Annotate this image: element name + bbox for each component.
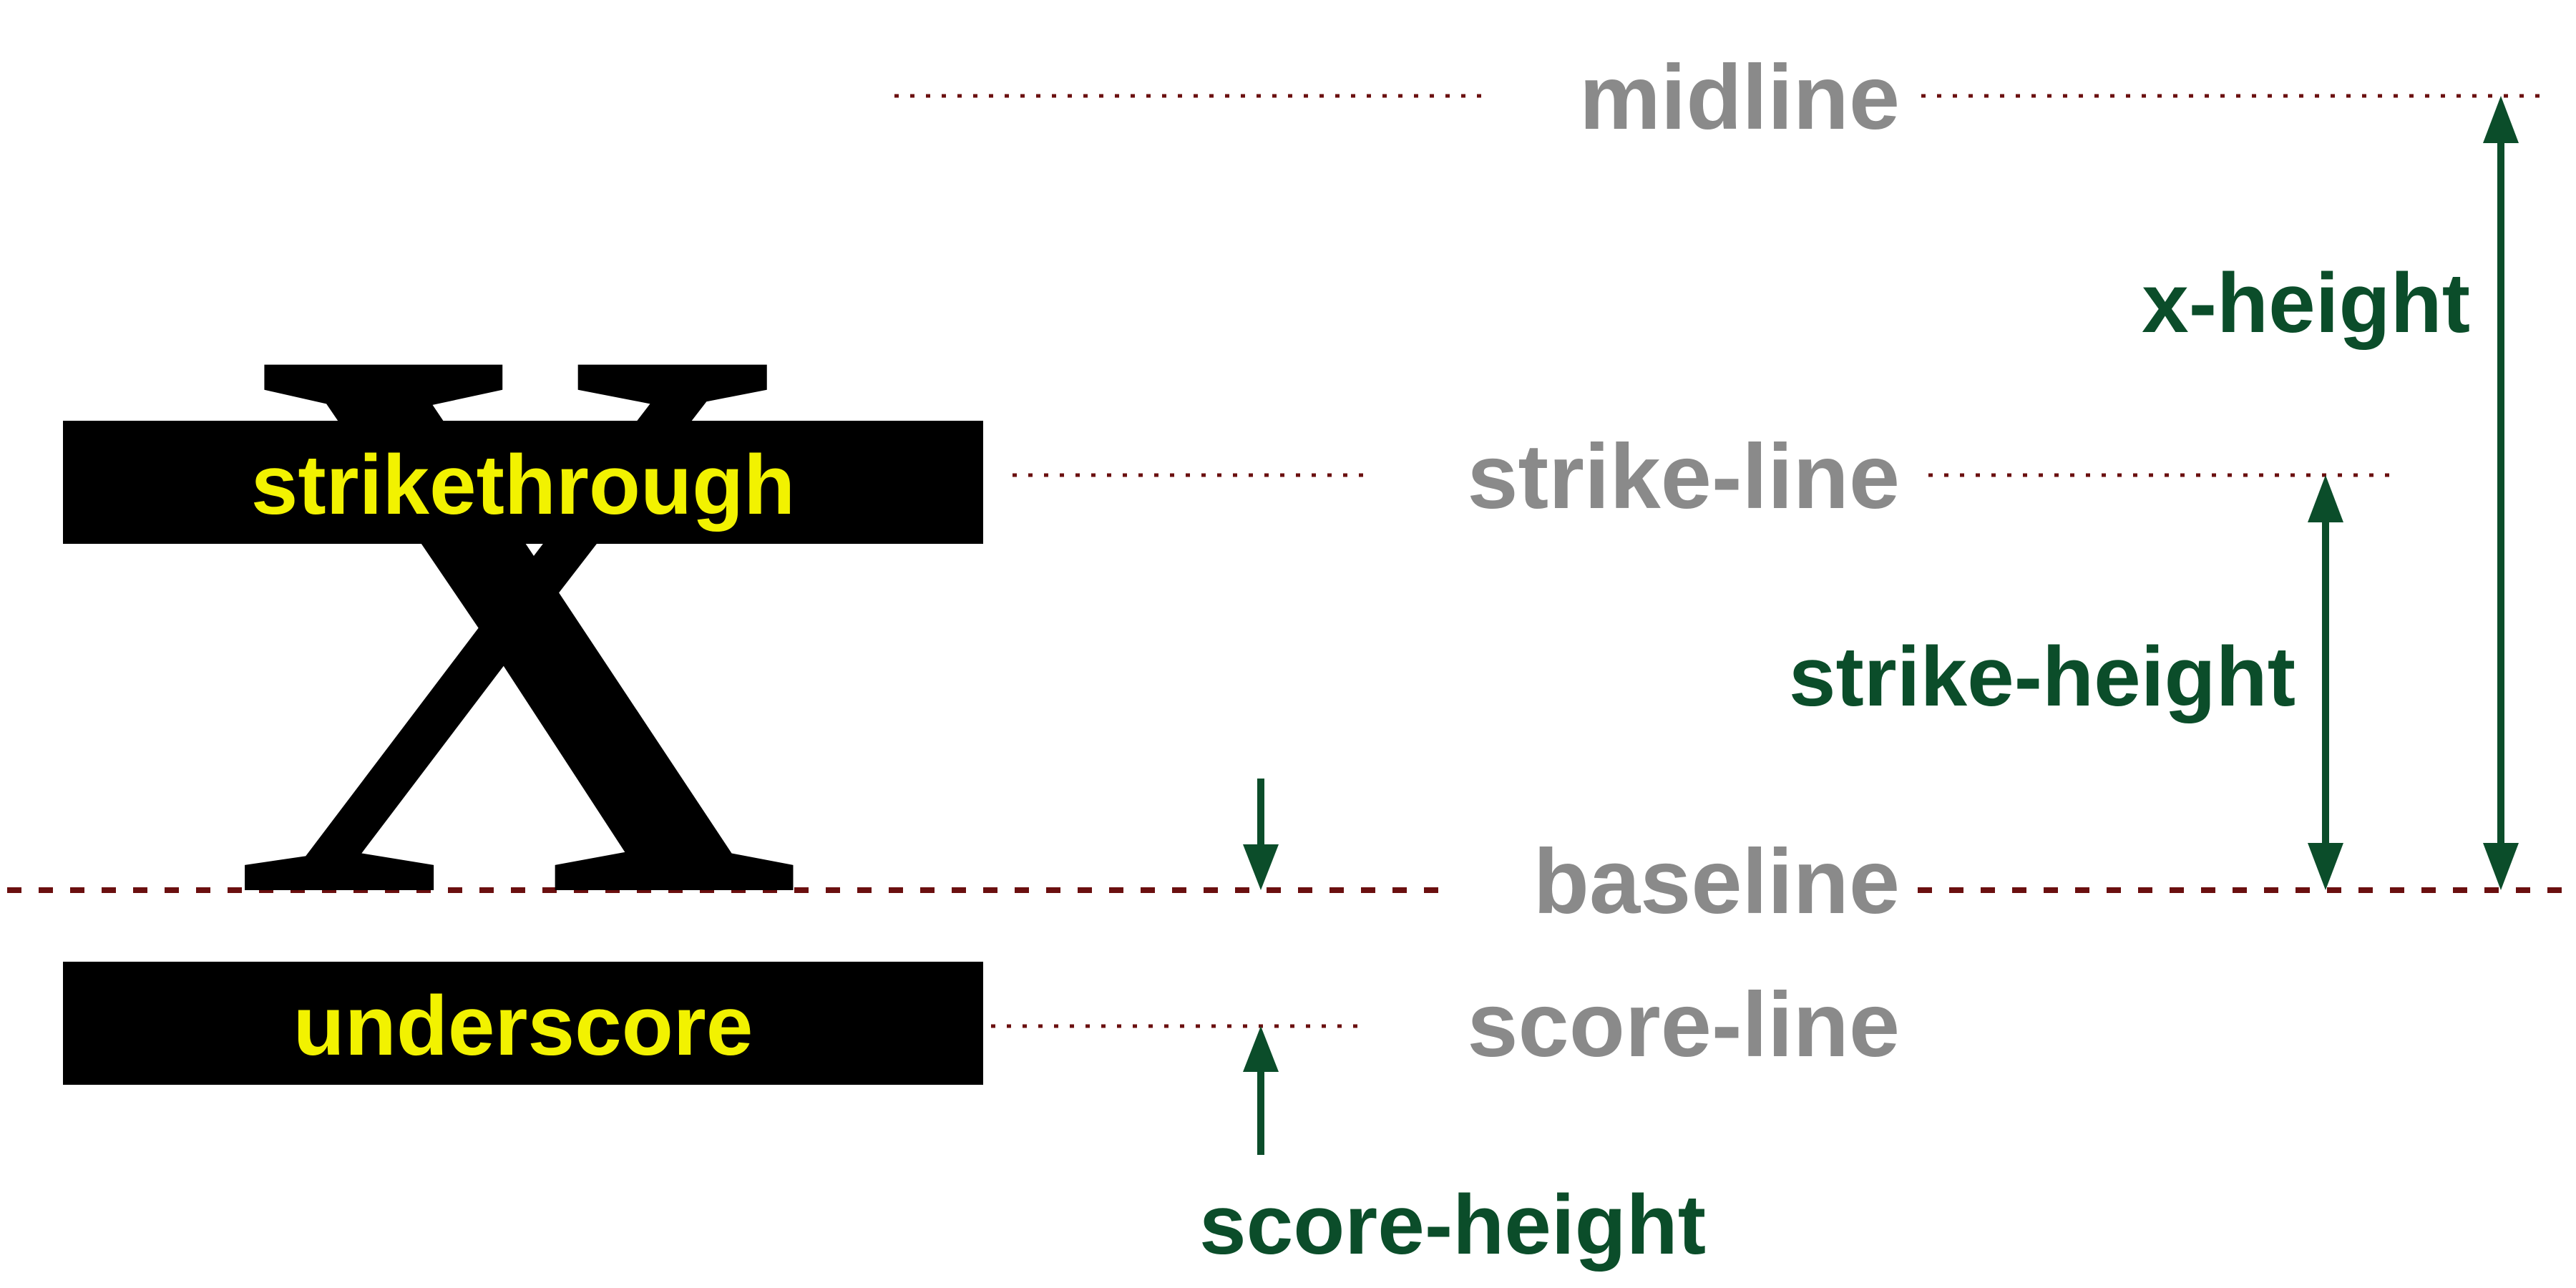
strike-height-arrow — [2308, 475, 2343, 890]
strikethrough-bar — [63, 421, 983, 544]
strikethrough-box: strikethrough — [63, 421, 983, 544]
strike-line-label: strike-line — [1467, 426, 1900, 528]
x-height-label: x-height — [2142, 256, 2470, 351]
score-height-arrows — [1243, 779, 1279, 1155]
arrow-down-icon — [2308, 843, 2343, 890]
score-line-label: score-line — [1467, 974, 1900, 1076]
strike-height-label: strike-height — [1789, 630, 2296, 724]
arrow-up-icon — [2483, 96, 2519, 143]
x-glyph: x — [235, 0, 807, 1138]
score-height-label: score-height — [1199, 1178, 1706, 1272]
arrow-down-icon — [2483, 843, 2519, 890]
baseline-label: baseline — [1533, 831, 1900, 933]
arrow-up-icon — [1243, 1026, 1279, 1072]
arrow-down-icon — [1243, 844, 1279, 890]
strikethrough-label: strikethrough — [251, 438, 796, 532]
underscore-box: underscore — [63, 962, 983, 1085]
x-height-arrow — [2483, 96, 2519, 890]
midline-label: midline — [1579, 47, 1900, 149]
guide-lines — [7, 94, 2569, 1028]
underscore-bar — [63, 962, 983, 1085]
underscore-label: underscore — [293, 979, 753, 1073]
arrow-up-icon — [2308, 475, 2343, 522]
